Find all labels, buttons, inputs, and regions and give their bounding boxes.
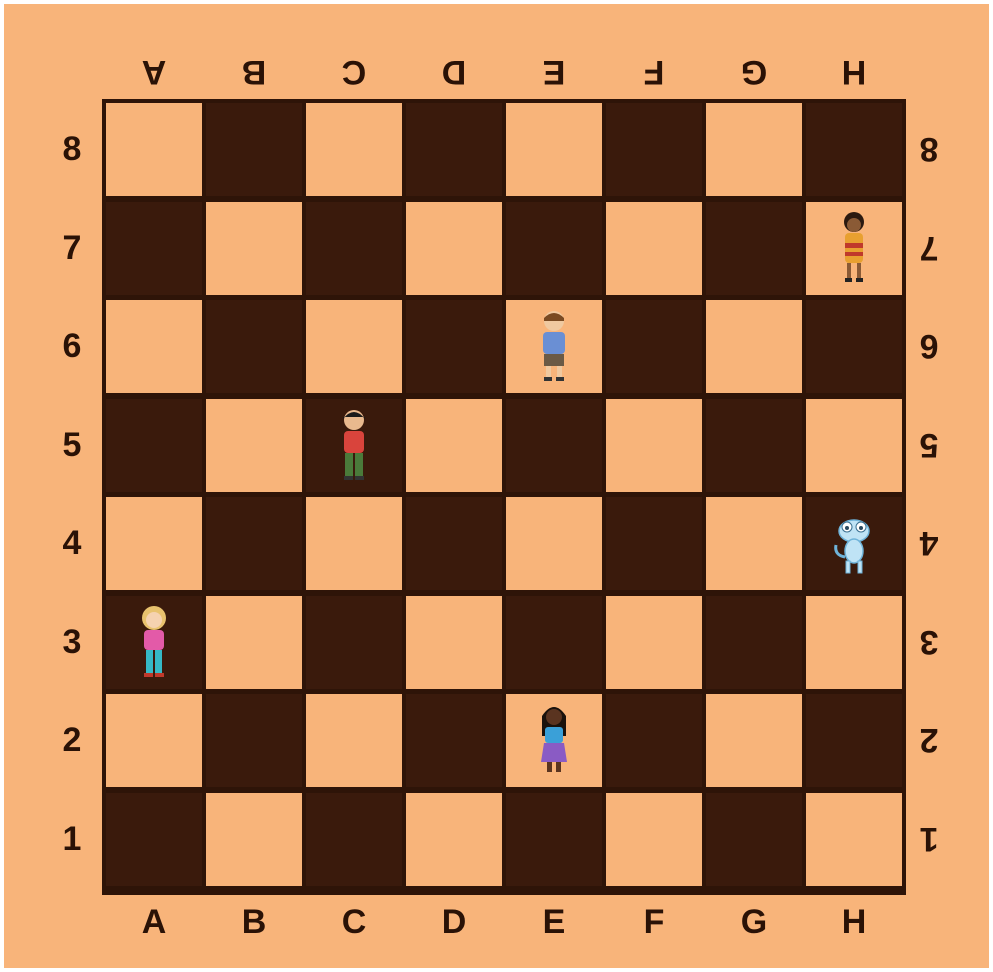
square-b7[interactable]: [206, 202, 302, 295]
square-a7[interactable]: [106, 202, 202, 295]
file-label-bottom-c: C: [324, 902, 384, 942]
file-label-top-g: G: [724, 52, 784, 92]
file-label-top-d: D: [424, 52, 484, 92]
square-g2[interactable]: [706, 694, 802, 787]
file-label-bottom-d: D: [424, 902, 484, 942]
chess-board: [102, 99, 906, 895]
square-a1[interactable]: [106, 793, 202, 886]
square-h5[interactable]: [806, 399, 902, 492]
file-label-top-f: F: [624, 52, 684, 92]
square-g5[interactable]: [706, 399, 802, 492]
file-label-top-b: B: [224, 52, 284, 92]
rank-label-left-4: 4: [52, 523, 92, 563]
rank-label-right-3: 3: [909, 622, 949, 662]
file-label-bottom-f: F: [624, 902, 684, 942]
square-b6[interactable]: [206, 300, 302, 393]
square-g4[interactable]: [706, 497, 802, 590]
file-label-top-c: C: [324, 52, 384, 92]
rank-label-left-5: 5: [52, 425, 92, 465]
boy-blue-shirt-icon[interactable]: [534, 308, 574, 386]
rank-label-right-7: 7: [909, 228, 949, 268]
girl-pink-shirt-icon[interactable]: [134, 604, 174, 682]
rank-label-right-4: 4: [909, 523, 949, 563]
square-g3[interactable]: [706, 596, 802, 689]
square-f3[interactable]: [606, 596, 702, 689]
file-label-top-a: A: [124, 52, 184, 92]
square-h6[interactable]: [806, 300, 902, 393]
rank-label-left-6: 6: [52, 326, 92, 366]
square-g6[interactable]: [706, 300, 802, 393]
square-h1[interactable]: [806, 793, 902, 886]
square-h3[interactable]: [806, 596, 902, 689]
square-d7[interactable]: [406, 202, 502, 295]
square-f7[interactable]: [606, 202, 702, 295]
file-label-bottom-b: B: [224, 902, 284, 942]
square-b2[interactable]: [206, 694, 302, 787]
square-c7[interactable]: [306, 202, 402, 295]
square-f1[interactable]: [606, 793, 702, 886]
square-a6[interactable]: [106, 300, 202, 393]
square-c1[interactable]: [306, 793, 402, 886]
square-c8[interactable]: [306, 103, 402, 196]
square-b4[interactable]: [206, 497, 302, 590]
square-g1[interactable]: [706, 793, 802, 886]
square-a8[interactable]: [106, 103, 202, 196]
square-a2[interactable]: [106, 694, 202, 787]
rank-label-left-1: 1: [52, 819, 92, 859]
square-b1[interactable]: [206, 793, 302, 886]
square-a5[interactable]: [106, 399, 202, 492]
square-e3[interactable]: [506, 596, 602, 689]
rank-label-left-3: 3: [52, 622, 92, 662]
square-c4[interactable]: [306, 497, 402, 590]
square-d4[interactable]: [406, 497, 502, 590]
square-e5[interactable]: [506, 399, 602, 492]
square-g7[interactable]: [706, 202, 802, 295]
square-f4[interactable]: [606, 497, 702, 590]
file-label-bottom-h: H: [824, 902, 884, 942]
square-c6[interactable]: [306, 300, 402, 393]
square-b8[interactable]: [206, 103, 302, 196]
square-b5[interactable]: [206, 399, 302, 492]
square-f6[interactable]: [606, 300, 702, 393]
file-label-top-h: H: [824, 52, 884, 92]
square-a4[interactable]: [106, 497, 202, 590]
girl-blue-top-icon[interactable]: [534, 702, 574, 780]
square-h2[interactable]: [806, 694, 902, 787]
file-label-bottom-a: A: [124, 902, 184, 942]
square-e4[interactable]: [506, 497, 602, 590]
square-e7[interactable]: [506, 202, 602, 295]
square-e1[interactable]: [506, 793, 602, 886]
square-e8[interactable]: [506, 103, 602, 196]
square-c3[interactable]: [306, 596, 402, 689]
square-b3[interactable]: [206, 596, 302, 689]
rank-label-right-6: 6: [909, 326, 949, 366]
square-d6[interactable]: [406, 300, 502, 393]
rank-label-right-1: 1: [909, 819, 949, 859]
rank-label-left-8: 8: [52, 129, 92, 169]
rank-label-left-2: 2: [52, 720, 92, 760]
square-d2[interactable]: [406, 694, 502, 787]
boy-red-shirt-icon[interactable]: [334, 407, 374, 485]
square-f2[interactable]: [606, 694, 702, 787]
square-g8[interactable]: [706, 103, 802, 196]
rank-label-right-5: 5: [909, 425, 949, 465]
square-d3[interactable]: [406, 596, 502, 689]
square-d5[interactable]: [406, 399, 502, 492]
square-f8[interactable]: [606, 103, 702, 196]
file-label-bottom-e: E: [524, 902, 584, 942]
rank-label-left-7: 7: [52, 228, 92, 268]
lizard-icon[interactable]: [834, 505, 874, 583]
square-d8[interactable]: [406, 103, 502, 196]
square-c2[interactable]: [306, 694, 402, 787]
square-d1[interactable]: [406, 793, 502, 886]
rank-label-right-8: 8: [909, 129, 949, 169]
file-label-top-e: E: [524, 52, 584, 92]
rank-label-right-2: 2: [909, 720, 949, 760]
square-f5[interactable]: [606, 399, 702, 492]
file-label-bottom-g: G: [724, 902, 784, 942]
square-h8[interactable]: [806, 103, 902, 196]
girl-orange-dress-icon[interactable]: [834, 210, 874, 288]
